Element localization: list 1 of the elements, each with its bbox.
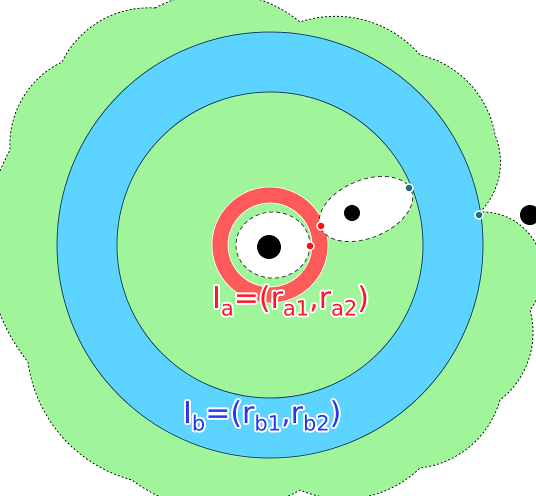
interval-label: I$_{b}$=(r$_{b1}$,r$_{b2}$) bbox=[183, 399, 342, 434]
